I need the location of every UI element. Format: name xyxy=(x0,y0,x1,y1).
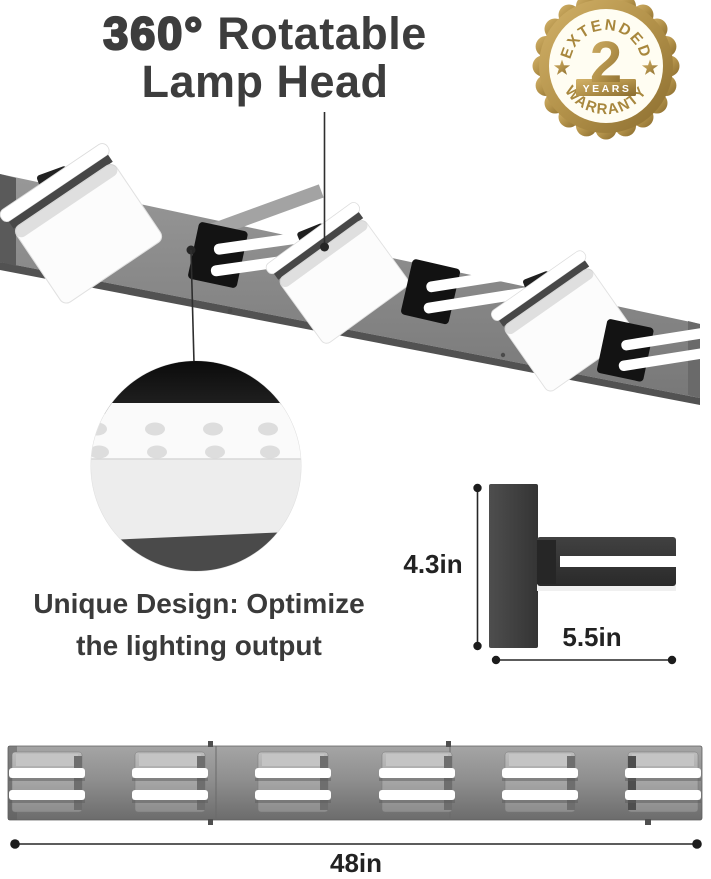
height-dimension-label: 4.3in xyxy=(403,549,462,579)
hero-product-photo xyxy=(0,143,711,405)
depth-dimension-label: 5.5in xyxy=(562,622,621,652)
badge-ribbon-text: YEARS xyxy=(583,83,632,95)
rotatable-callout-line2: Lamp Head xyxy=(141,56,389,108)
bar-face-in-magnifier xyxy=(91,531,301,571)
magnifier-circle xyxy=(90,360,302,572)
design-callout-line2: the lighting output xyxy=(76,630,322,661)
front-lamp-1 xyxy=(9,751,85,813)
lamp-head-5 xyxy=(490,250,634,392)
rotatable-word: Rotatable xyxy=(217,8,427,59)
screw-dot xyxy=(227,308,233,314)
diffuser-face xyxy=(91,459,301,543)
design-callout: Unique Design: Optimize the lighting out… xyxy=(0,583,398,667)
rotatable-degrees: 360° xyxy=(102,8,205,59)
wall-plate-side xyxy=(489,484,538,648)
length-dimension-label: 48in xyxy=(330,848,382,878)
warranty-badge: EXTENDED WARRANTY 2 YEARS xyxy=(532,0,680,140)
lamp-head-3 xyxy=(265,202,409,344)
lamp-head-1 xyxy=(0,143,163,304)
depth-dimension: 5.5in xyxy=(491,622,677,665)
badge-star-right-icon xyxy=(641,59,659,75)
lamp-head-6 xyxy=(596,319,711,382)
rotatable-leader-line xyxy=(320,112,329,252)
front-lamp-3 xyxy=(255,751,331,813)
front-lamp-6 xyxy=(625,751,701,813)
front-lamp-2 xyxy=(132,751,208,813)
length-dimension: 48in xyxy=(10,839,702,878)
front-lamp-5 xyxy=(502,751,578,813)
dimension-diagram: 4.3in 5.5in xyxy=(403,483,677,665)
height-dimension: 4.3in xyxy=(403,483,482,651)
badge-number: 2 xyxy=(590,30,622,95)
rotatable-callout-line1: 360° Rotatable xyxy=(28,8,502,59)
lamp-head-4 xyxy=(401,259,543,325)
badge-star-left-icon xyxy=(553,59,571,75)
bar-front-view xyxy=(7,745,703,821)
front-lamp-4 xyxy=(379,751,455,813)
front-view: 48in xyxy=(7,741,703,878)
badge-ribbon xyxy=(576,79,636,96)
light-slot xyxy=(560,556,676,567)
magnifier-leader-line xyxy=(186,245,196,364)
design-callout-line1: Unique Design: Optimize xyxy=(33,588,365,619)
rotatable-callout: 360° Rotatable Lamp Head xyxy=(28,8,502,108)
screw-dot xyxy=(500,352,506,358)
